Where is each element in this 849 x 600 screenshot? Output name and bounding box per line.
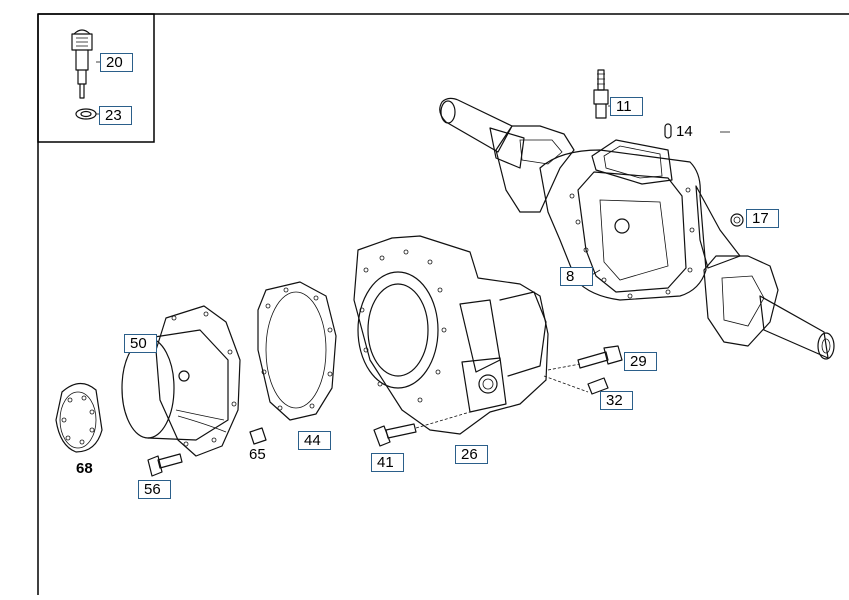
bushing-part-65 bbox=[249, 427, 267, 445]
axle-housing-part-8 bbox=[439, 97, 835, 360]
washer-part-23 bbox=[75, 108, 97, 120]
sensor-part-20 bbox=[71, 29, 93, 99]
plug-part-17 bbox=[730, 213, 744, 227]
bolt-part-29 bbox=[577, 345, 623, 369]
inset-box bbox=[37, 13, 155, 143]
callout-8: 8 bbox=[560, 267, 593, 286]
callout-29: 29 bbox=[624, 352, 657, 371]
gasket-part-44 bbox=[257, 281, 337, 421]
pin-part-14 bbox=[664, 123, 672, 139]
callout-26: 26 bbox=[455, 445, 488, 464]
callout-50: 50 bbox=[124, 334, 157, 353]
callout-11: 11 bbox=[610, 97, 643, 116]
breather-part-11 bbox=[593, 69, 609, 119]
callout-68: 68 bbox=[76, 460, 93, 477]
callout-23: 23 bbox=[99, 106, 132, 125]
callout-44: 44 bbox=[298, 431, 331, 450]
callout-41: 41 bbox=[371, 453, 404, 472]
callout-17: 17 bbox=[746, 209, 779, 228]
differential-carrier-part-26 bbox=[353, 235, 549, 435]
callout-56: 56 bbox=[138, 480, 171, 499]
callout-14: 14 bbox=[676, 123, 693, 140]
cover-part-50 bbox=[121, 305, 241, 457]
callout-20: 20 bbox=[100, 53, 133, 72]
bolt-part-56 bbox=[147, 453, 183, 477]
cap-part-68 bbox=[55, 382, 103, 453]
callout-32: 32 bbox=[600, 391, 633, 410]
sleeve-part-32 bbox=[587, 377, 609, 395]
callout-65: 65 bbox=[249, 446, 266, 463]
bolt-part-41 bbox=[373, 423, 417, 447]
